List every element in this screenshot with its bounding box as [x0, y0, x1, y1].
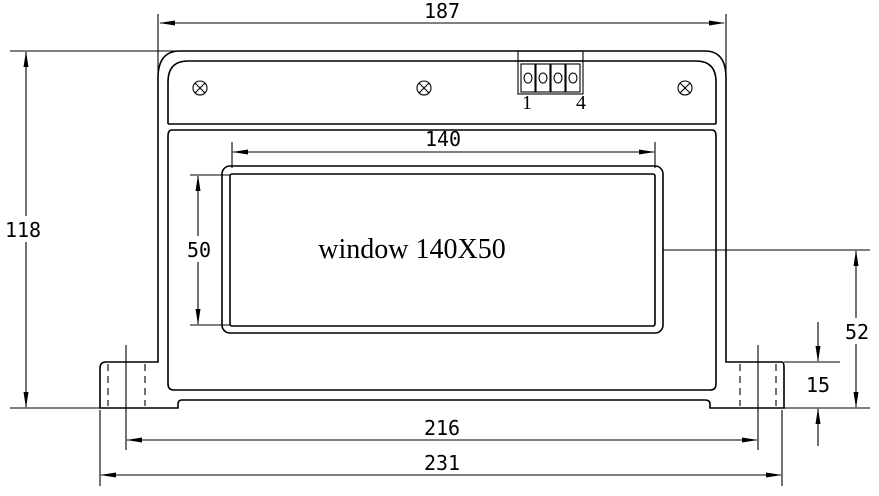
screw-icon [192, 80, 208, 96]
dim-52: 52 [663, 249, 878, 409]
screw-icon [677, 80, 693, 96]
dim-216: 216 [126, 416, 758, 443]
dim-15: 15 [784, 322, 840, 446]
dim-187: 187 [157, 0, 727, 74]
dim-140: 140 [231, 127, 656, 168]
dim-label-15: 15 [806, 373, 830, 397]
housing-outline [10, 50, 785, 409]
dim-231: 231 [100, 451, 782, 478]
mounting-holes [99, 345, 783, 486]
window-label: window 140X50 [318, 234, 505, 265]
dim-label-50: 50 [187, 238, 211, 262]
dim-label-140: 140 [425, 127, 461, 151]
pin-label-1: 1 [522, 92, 532, 114]
terminal-connector: 1 4 [517, 50, 586, 114]
dim-label-52: 52 [845, 320, 869, 344]
screw-icon [416, 80, 432, 96]
screw-icons [192, 80, 693, 96]
pin-label-4: 4 [576, 92, 586, 114]
dim-label-118: 118 [5, 218, 41, 242]
dim-label-216: 216 [424, 416, 460, 440]
display-window: window 140X50 [221, 165, 664, 334]
dim-118: 118 [2, 51, 100, 409]
dim-label-187: 187 [424, 0, 460, 23]
dim-50: 50 [186, 174, 230, 326]
dim-label-231: 231 [424, 451, 460, 475]
